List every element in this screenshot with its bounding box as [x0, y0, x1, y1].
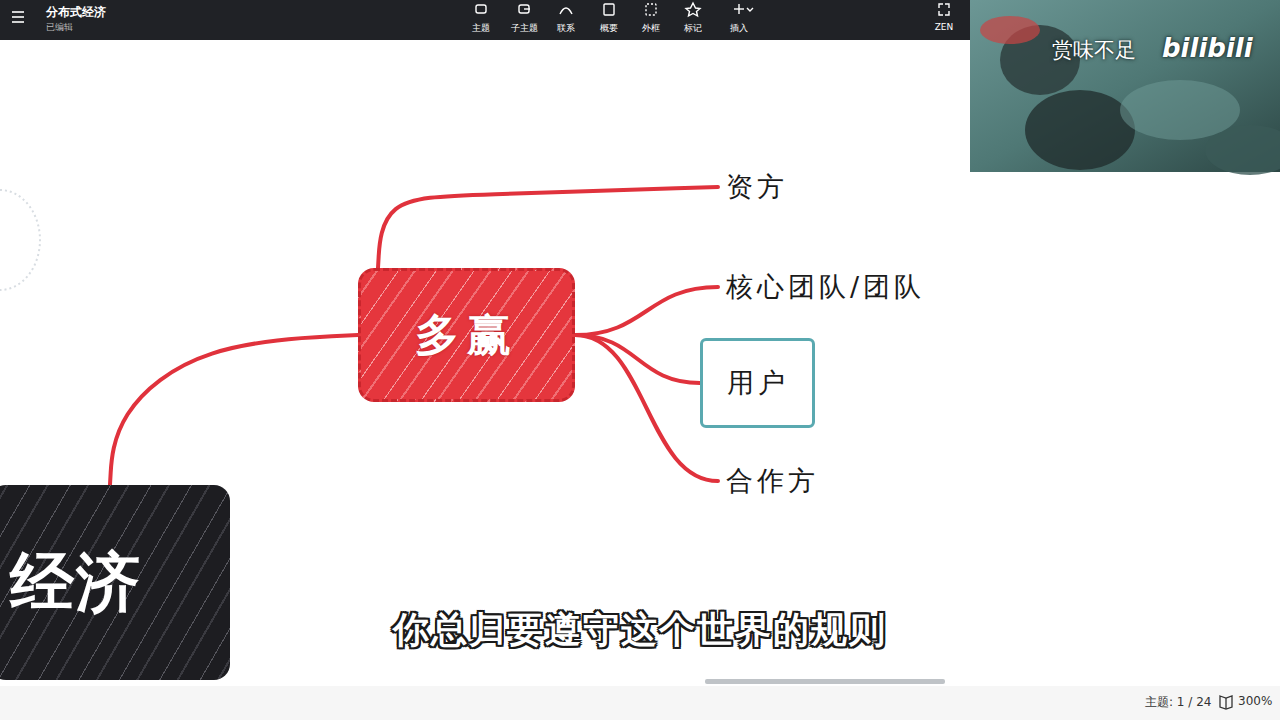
status-topic-count: 主题: 1 / 24	[1145, 694, 1211, 711]
topic-text: 合作方	[726, 463, 819, 499]
topic-text: 资方	[726, 169, 788, 205]
toolbar-label: 外框	[642, 22, 660, 35]
branch-line	[575, 335, 700, 383]
topic-text: 经济	[10, 539, 142, 626]
menu-icon	[12, 12, 24, 22]
toolbar-label: 标记	[684, 22, 702, 35]
toolbar-label: 插入	[730, 22, 748, 35]
site-watermark: bilibili	[1162, 33, 1253, 63]
branch-line	[378, 187, 718, 268]
subtopic-text: 核心团队/团队	[718, 267, 931, 307]
zoom-level: 300%	[1238, 694, 1272, 708]
bottom-bar	[0, 686, 1280, 720]
branch-line	[110, 335, 358, 485]
topic-text: 核心团队/团队	[726, 269, 925, 305]
topic-text: 多赢	[415, 306, 519, 365]
toolbar-label: 概要	[600, 22, 618, 35]
toolbar-label: 主题	[472, 22, 490, 35]
branch-line	[575, 287, 718, 335]
faint-arc	[0, 190, 40, 290]
main-topic-box: 多赢	[358, 268, 575, 402]
branch-line	[575, 335, 718, 481]
toolbar-label: 联系	[557, 22, 575, 35]
toolbar-label: ZEN	[935, 22, 954, 32]
document-title: 分布式经济	[46, 4, 106, 21]
toolbar-label: 子主题	[511, 22, 538, 35]
scrollbar	[705, 679, 945, 684]
video-watermark: 赏味不足	[1052, 36, 1136, 64]
topic-text: 用户	[727, 365, 789, 401]
outline-icon	[1220, 696, 1232, 709]
save-status: 已编辑	[46, 21, 73, 34]
toolbar-icons	[476, 3, 949, 16]
selected-subtopic-box: 用户	[700, 338, 815, 428]
root-topic-box: 经济	[0, 485, 230, 680]
video-figure	[980, 16, 1280, 175]
video-subtitle: 你总归要遵守这个世界的规则	[393, 606, 887, 655]
subtopic-text: 资方	[718, 167, 794, 207]
subtopic-text: 合作方	[718, 461, 825, 501]
